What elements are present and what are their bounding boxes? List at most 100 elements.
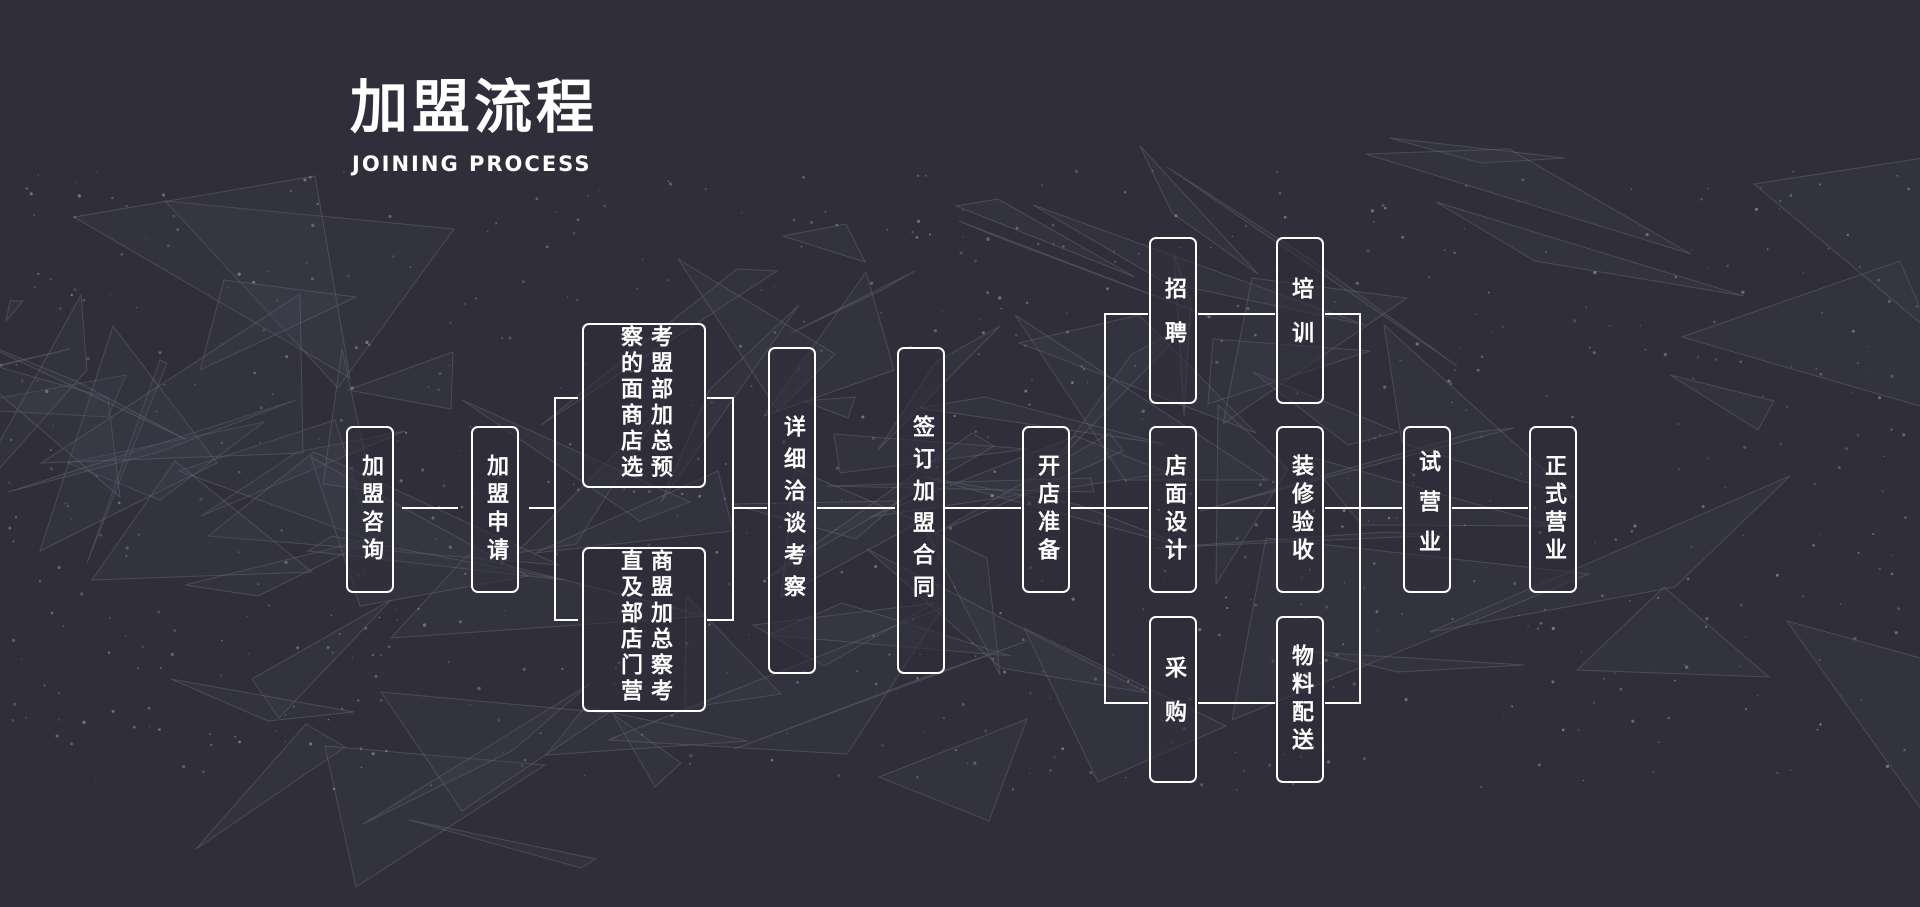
network-dot [70,293,73,297]
network-dot [710,401,713,404]
network-dot [474,297,477,300]
network-dot [647,489,651,494]
network-dot [1650,669,1652,671]
network-dot [25,187,28,190]
network-dot [961,702,965,707]
network-dot [109,293,111,296]
network-dot [208,733,211,736]
network-dot [1334,301,1336,304]
network-dot [1381,203,1385,208]
network-dot [1821,311,1824,314]
network-dot [15,364,18,366]
network-shard [324,745,547,888]
network-dot [388,645,391,648]
network-dot [1816,728,1819,731]
network-dot [763,579,767,583]
network-dot [1373,220,1375,223]
network-dot [1343,581,1346,584]
network-dot [252,280,256,284]
network-dot [986,291,990,295]
network-dot [886,228,889,231]
network-dot [1127,680,1130,683]
network-dot [1860,699,1862,701]
network-dot [8,526,12,530]
network-dot [37,174,40,176]
network-dot [1705,617,1709,621]
network-dot [874,682,878,686]
network-shard [195,723,346,850]
network-dot [1399,359,1402,362]
network-dot [792,218,796,222]
network-dot [111,197,114,200]
network-shard [1680,260,1920,407]
network-dot [1246,306,1250,311]
network-dot [1463,524,1466,527]
network-dot [253,371,256,375]
network-dot [199,497,203,501]
network-dot [1041,670,1044,673]
network-dot [357,699,360,702]
network-dot [33,214,35,216]
network-dot [1701,505,1705,508]
network-dot [962,236,964,238]
network-dot [1545,250,1548,253]
network-dot [316,202,319,206]
network-dot [1786,405,1789,408]
network-dot [1235,537,1239,540]
step-label: 开店准备 [1034,453,1059,566]
network-dot [125,635,127,638]
network-dot [237,272,241,276]
network-dot [1141,409,1145,413]
network-dot [155,410,158,413]
network-dot [587,194,589,197]
network-dot [1463,227,1466,230]
network-dot [11,638,16,642]
network-dot [1065,312,1068,315]
network-dot [1915,305,1918,308]
network-dot [163,383,166,386]
network-dot [469,425,472,428]
network-dot [928,233,932,236]
network-dot [1594,541,1596,544]
network-dot [641,733,644,736]
network-dot [194,383,196,386]
network-dot [1141,688,1144,691]
network-dot [576,488,580,492]
network-dot [745,532,748,534]
network-dot [977,353,980,356]
network-dot [359,747,363,750]
network-shard [86,359,168,564]
network-dot [55,734,59,738]
network-dot [210,743,213,747]
network-dot [949,526,953,530]
network-dot [464,302,467,305]
network-dot [246,615,249,618]
network-dot [49,277,52,281]
network-dot [1065,330,1070,334]
network-shard [802,396,856,419]
network-shard [379,691,610,812]
network-dot [289,189,293,193]
network-dot [1629,600,1631,602]
network-dot [1739,360,1743,364]
network-shard [251,599,392,719]
network-dot [159,667,162,669]
network-dot [1683,663,1686,666]
network-shard [733,640,1028,750]
network-dot [1818,533,1821,536]
network-dot [881,744,884,747]
network-dot [1025,301,1029,305]
network-dot [1231,235,1234,238]
network-dot [990,494,994,498]
network-dot [1846,233,1850,237]
network-dot [1525,200,1527,202]
network-dot [583,774,586,777]
network-dot [29,192,33,196]
network-dot [1866,373,1868,375]
network-dot [835,466,839,470]
network-dot [1639,324,1642,327]
network-dot [572,483,575,486]
network-dot [953,586,956,588]
network-dot [555,211,557,213]
